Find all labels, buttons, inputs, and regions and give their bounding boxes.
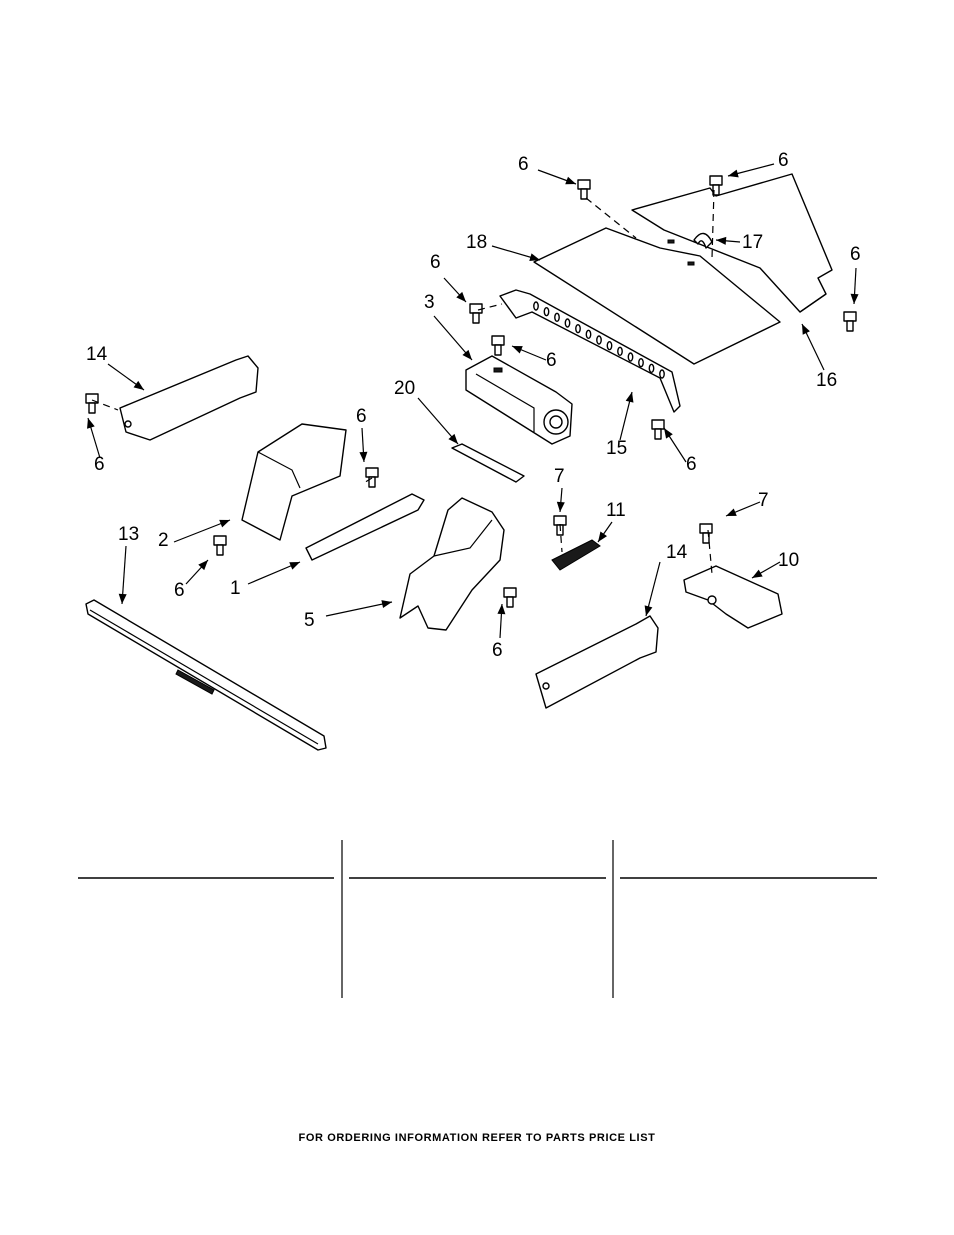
screw-icon	[469, 303, 483, 324]
leader-arrow	[491, 245, 541, 262]
callout-14: 14	[666, 542, 688, 563]
leader-arrow	[751, 561, 781, 579]
screw-icons	[85, 175, 857, 608]
leader-arrow	[359, 427, 368, 463]
slot	[564, 318, 571, 328]
leader-arrow	[619, 391, 634, 441]
alignment-lines	[91, 189, 715, 575]
slot	[533, 301, 539, 311]
leader-arrow	[185, 559, 209, 585]
screw-icon	[651, 419, 665, 440]
screw-icon	[503, 587, 517, 608]
callout-6: 6	[850, 244, 861, 265]
callout-6: 6	[356, 406, 367, 427]
leader-arrow	[801, 323, 825, 371]
leader-arrow	[325, 600, 393, 617]
callout-18: 18	[466, 232, 487, 253]
part-2-duct	[241, 423, 347, 541]
leader-arrow	[850, 267, 859, 305]
screw-icon	[709, 175, 723, 196]
leader-arrow	[497, 603, 506, 639]
callout-6: 6	[686, 454, 697, 475]
part-13-vent-rail	[85, 599, 327, 751]
slot	[543, 306, 550, 317]
slot	[585, 329, 592, 340]
slot	[596, 335, 602, 345]
leader-arrow	[725, 501, 761, 517]
leader-arrow	[511, 345, 547, 361]
leader-arrow	[173, 519, 231, 543]
slot	[617, 346, 623, 357]
screw-icon	[699, 523, 713, 544]
leader-arrow	[644, 561, 661, 617]
part-17-clip	[693, 232, 713, 249]
callout-6: 6	[174, 580, 185, 601]
callout-1: 1	[230, 578, 241, 599]
leader-arrow	[727, 163, 775, 178]
callout-6: 6	[518, 154, 529, 175]
slot	[659, 369, 665, 379]
leader-arrow	[433, 315, 473, 361]
callout-6: 6	[778, 150, 789, 171]
screw-icon	[365, 467, 379, 488]
part-1-channel	[305, 493, 425, 561]
screw-icon	[85, 393, 99, 414]
callout-2: 2	[158, 530, 169, 551]
part-18-shield	[533, 227, 781, 365]
slot	[575, 323, 581, 334]
part-10-plate	[683, 565, 783, 629]
slot	[606, 340, 613, 351]
callout-6: 6	[430, 252, 441, 273]
callout-17: 17	[742, 232, 763, 253]
parts-table-frame	[78, 840, 877, 998]
leader-arrow	[107, 363, 145, 391]
slot	[648, 363, 655, 374]
screw-icon	[491, 335, 505, 356]
callout-6: 6	[546, 350, 557, 371]
leader-arrow	[715, 236, 741, 245]
screw-icon	[213, 535, 227, 556]
leader-lines	[87, 163, 859, 639]
leader-arrow	[417, 397, 459, 445]
leader-arrow	[556, 487, 565, 513]
slot	[554, 312, 560, 323]
callout-6: 6	[492, 640, 503, 661]
part-14-right-bracket	[535, 615, 659, 709]
callout-3: 3	[424, 292, 435, 313]
part-5-duct	[399, 497, 505, 631]
leader-arrow	[597, 521, 613, 543]
slot	[638, 357, 644, 368]
callout-10: 10	[778, 550, 799, 571]
part-15-bracket	[499, 289, 681, 413]
callout-20: 20	[394, 378, 415, 399]
slot	[627, 352, 634, 362]
footer-note: FOR ORDERING INFORMATION REFER TO PARTS …	[298, 1132, 656, 1144]
callout-5: 5	[304, 610, 315, 631]
callout-6: 6	[94, 454, 105, 475]
callout-11: 11	[606, 500, 626, 521]
leader-arrow	[247, 561, 301, 585]
callout-15: 15	[606, 438, 627, 459]
part-14-left-bracket	[119, 355, 259, 441]
leader-arrow	[537, 169, 577, 185]
screw-icon	[577, 179, 591, 200]
leader-arrow	[118, 545, 127, 605]
callout-16: 16	[816, 370, 837, 391]
part-11-terminal-block	[551, 539, 601, 571]
callout-labels: 6 6 18 17 6 6 3 6 14 16 20 6 15 6 6 7 7 …	[86, 150, 861, 661]
part-3-control	[465, 355, 573, 445]
callout-7: 7	[758, 490, 769, 511]
leader-arrow	[663, 427, 687, 463]
callout-13: 13	[118, 524, 139, 545]
screw-icon	[843, 311, 857, 332]
part-20-strip	[451, 443, 525, 483]
leader-arrow	[443, 277, 467, 303]
callout-14: 14	[86, 344, 108, 365]
leader-arrow	[87, 417, 101, 459]
callout-7: 7	[554, 466, 565, 487]
